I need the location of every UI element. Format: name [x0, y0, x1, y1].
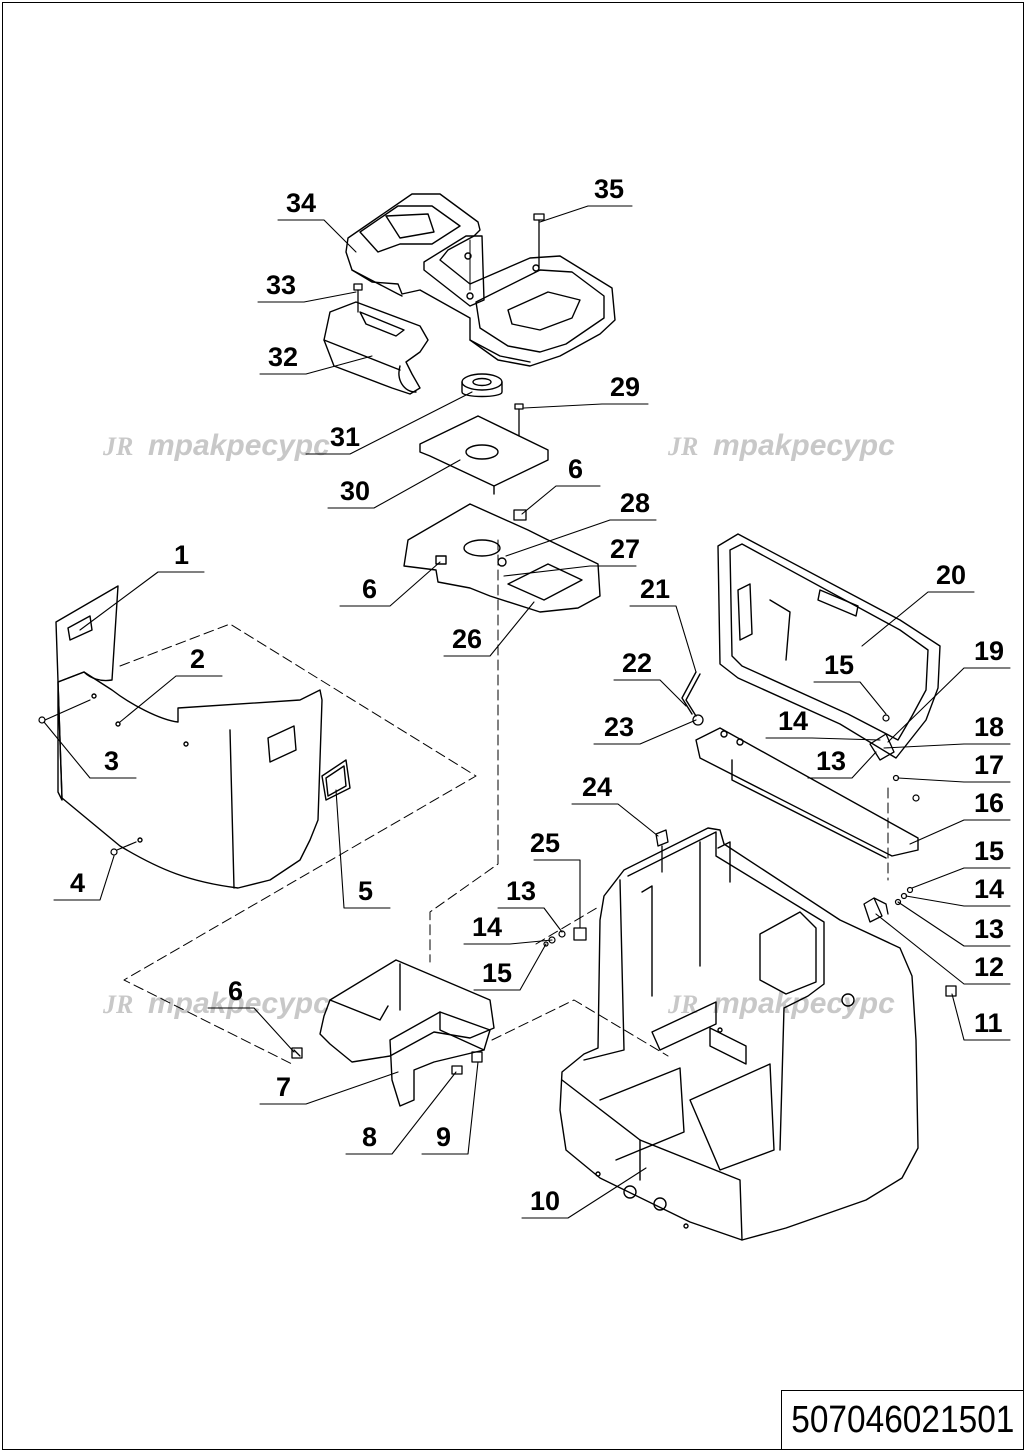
part-32-side-cover: [323, 301, 429, 395]
callout-13-right: 13: [974, 914, 1004, 944]
part-8-bolt: [451, 1065, 463, 1075]
callout-31: 31: [330, 422, 360, 452]
part-5-trim-ring: [321, 759, 351, 801]
part-8-bracket: [389, 1011, 491, 1107]
part-20-lid: [717, 533, 941, 759]
callout-15-mid: 15: [482, 958, 512, 988]
part-18-latch: [869, 733, 895, 761]
callout-6-top: 6: [568, 454, 583, 484]
part-9-nut: [471, 1051, 483, 1063]
part-25-clip: [573, 927, 587, 941]
callout-21: 21: [640, 574, 670, 604]
callout-9: 9: [436, 1122, 451, 1152]
callout-1: 1: [174, 540, 189, 570]
callout-14-mid: 14: [472, 912, 502, 942]
part-7-bracket: [319, 959, 495, 1063]
watermark-top-right: JR трakpecypc: [667, 429, 895, 462]
watermark-bottom-left: JR трakpecypc: [102, 987, 330, 1020]
callout-2: 2: [190, 644, 205, 674]
callout-6-mid: 6: [362, 574, 377, 604]
assembly-guide-lines: [119, 539, 889, 1065]
part-6-nut-top: [513, 509, 527, 521]
part-35-screw: [533, 213, 545, 269]
part-16-hinge-plate: [695, 727, 919, 859]
svg-text:трakpecypc: трakpecypc: [713, 429, 895, 462]
callout-35: 35: [594, 174, 624, 204]
callout-24: 24: [582, 772, 612, 802]
part-4-screw: [110, 841, 137, 856]
callout-14-top: 14: [778, 706, 808, 736]
callout-14-right: 14: [974, 874, 1004, 904]
svg-text:JR: JR: [102, 990, 133, 1019]
svg-text:трakpecypc: трakpecypc: [148, 987, 330, 1020]
part-21-hinge-rod: [681, 671, 701, 717]
watermark-top-left: JR трakpecypc: [102, 429, 330, 462]
callout-16: 16: [974, 788, 1004, 818]
callout-34: 34: [286, 188, 316, 218]
part-6-nut-left: [291, 1047, 303, 1059]
part-3-screw: [38, 699, 91, 724]
callout-7: 7: [276, 1072, 291, 1102]
callout-26: 26: [452, 624, 482, 654]
callout-32: 32: [268, 342, 298, 372]
part-2-front-panel: [57, 671, 323, 889]
callout-15-right: 15: [974, 836, 1004, 866]
part-12-latch: [863, 897, 889, 923]
callout-13-top: 13: [816, 746, 846, 776]
svg-text:JR: JR: [667, 990, 698, 1019]
part-10-main-housing: [559, 827, 919, 1241]
callout-8: 8: [362, 1122, 377, 1152]
callout-20: 20: [936, 560, 966, 590]
callout-18: 18: [974, 712, 1004, 742]
part-34-top-shroud: [345, 193, 616, 367]
callout-10: 10: [530, 1186, 560, 1216]
part-23-washer: [692, 714, 704, 726]
callout-29: 29: [610, 372, 640, 402]
callout-5: 5: [358, 876, 373, 906]
document-number-box: 507046021501: [781, 1390, 1024, 1450]
callout-12: 12: [974, 952, 1004, 982]
callout-11: 11: [974, 1008, 1003, 1038]
callout-17: 17: [974, 750, 1004, 780]
callout-33: 33: [266, 270, 296, 300]
watermark-bottom-right: JR трakpecypc: [667, 987, 895, 1020]
callout-13-mid: 13: [506, 876, 536, 906]
callout-28: 28: [620, 488, 650, 518]
svg-text:JR: JR: [102, 432, 133, 461]
document-number: 507046021501: [791, 1399, 1015, 1441]
callout-25: 25: [530, 828, 560, 858]
callout-15-top: 15: [824, 650, 854, 680]
part-29-screw: [514, 403, 524, 437]
part-15-screw-top: [882, 714, 890, 722]
svg-text:трakpecypc: трakpecypc: [148, 429, 330, 462]
callout-4: 4: [70, 868, 85, 898]
svg-text:JR: JR: [667, 432, 698, 461]
part-26-base-plate: [403, 503, 601, 613]
part-31-grommet: [461, 373, 503, 398]
callout-30: 30: [340, 476, 370, 506]
part-11-bolt-small: [912, 794, 920, 802]
callout-6-lower: 6: [228, 976, 243, 1006]
callout-23: 23: [604, 712, 634, 742]
part-30-plate: [419, 415, 549, 495]
callout-3: 3: [104, 746, 119, 776]
part-33-screw: [353, 283, 363, 313]
leader-lines: [43, 205, 1011, 1219]
part-11-bolt: [945, 985, 957, 997]
svg-text:трakpecypc: трakpecypc: [713, 987, 895, 1020]
callout-labels: 34 35 33 32 29 31 30 6 28 27 6 26 1 2 3 …: [70, 174, 1004, 1216]
callout-19: 19: [974, 636, 1004, 666]
part-13-14-15-right: [894, 886, 914, 906]
callout-27: 27: [610, 534, 640, 564]
callout-22: 22: [622, 648, 652, 678]
